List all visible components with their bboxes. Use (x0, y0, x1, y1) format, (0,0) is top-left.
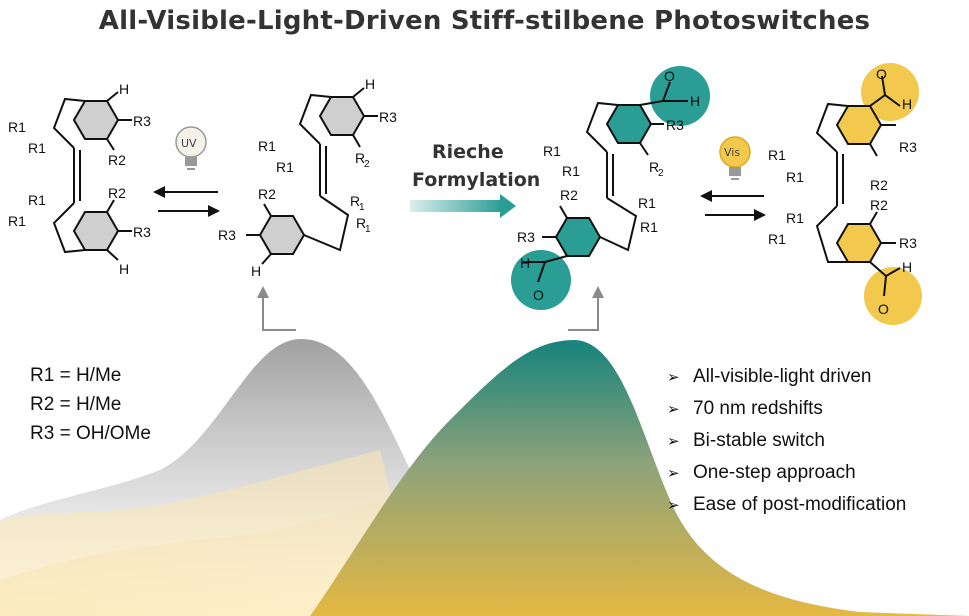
feature-text: Bi-stable switch (693, 430, 825, 451)
mol4-r1-d: R1 (768, 231, 786, 247)
mol3-r2-top-sub: 2 (658, 168, 664, 179)
substituent-r3: R3 = OH/OMe (30, 423, 151, 444)
cho-highlight-gold-bottom (864, 267, 922, 325)
mol2-r3-top: R3 (379, 109, 397, 125)
mol2-r1-c-sub: 1 (359, 202, 365, 213)
mol3-r1-d: R1 (640, 219, 658, 235)
bullet-arrow-icon: ➢ (667, 497, 680, 514)
mol4-r3-top: R3 (899, 139, 917, 155)
vis-bulb-icon: Vis (719, 136, 751, 180)
feature-item: ➢ Bi-stable switch (667, 425, 906, 457)
bullet-arrow-icon: ➢ (667, 369, 680, 386)
substituent-r2: R2 = H/Me (30, 394, 122, 415)
cho-highlight-teal-top (650, 66, 710, 126)
vis-label: Vis (724, 146, 740, 159)
mol1-r3-top: R3 (133, 113, 151, 129)
mol2-r3-bottom: R3 (218, 227, 236, 243)
mol1-h-top: H (119, 81, 129, 97)
mol2-r2-top-sub: 2 (364, 159, 370, 170)
reaction-label-line2: Formylation (412, 169, 540, 191)
mol1-r1-d: R1 (8, 213, 26, 229)
connector-arrow-left (257, 286, 296, 331)
mol3-r2-bottom: R2 (560, 187, 578, 203)
substituent-r1: R1 = H/Me (30, 365, 122, 386)
figure-title: All-Visible-Light-Driven Stiff-stilbene … (98, 6, 871, 36)
mol3-r3-bottom: R3 (517, 229, 535, 245)
mol3-r1-a: R1 (543, 143, 561, 159)
feature-item: ➢ Ease of post-modification (667, 489, 906, 521)
spectrum-yellow-tail (0, 450, 420, 616)
mol4-r3-bottom: R3 (899, 235, 917, 251)
mol2-r1-d-sub: 1 (365, 224, 371, 235)
equilibrium-arrows-uv (153, 186, 220, 217)
bullet-arrow-icon: ➢ (667, 433, 680, 450)
mol3-o-bottom: O (533, 287, 544, 303)
substituent-legend: R1 = H/Me R2 = H/Me R3 = OH/OMe (30, 361, 151, 448)
mol3-o-top: O (664, 68, 675, 84)
mol4-h-top: H (902, 96, 912, 112)
mol3-r1-b: R1 (562, 163, 580, 179)
mol2-h-top: H (365, 76, 375, 92)
mol1-r2-bottom: R2 (108, 185, 126, 201)
equilibrium-arrows-vis (700, 190, 766, 221)
molecule-z-gray (52, 91, 132, 261)
formylation-arrow (410, 194, 516, 218)
mol2-r2-top: R (355, 150, 365, 166)
mol3-r3-top: R3 (666, 117, 684, 133)
bullet-arrow-icon: ➢ (667, 401, 680, 418)
reaction-label-line1: Rieche (432, 141, 504, 163)
mol4-r1-b: R1 (786, 169, 804, 185)
uv-label: UV (181, 137, 197, 150)
feature-text: Ease of post-modification (693, 494, 907, 515)
bullet-arrow-icon: ➢ (667, 465, 680, 482)
mol2-h-bottom: H (251, 263, 261, 279)
mol4-r1-c: R1 (786, 210, 804, 226)
mol4-o-bottom: O (878, 301, 889, 317)
molecule-z-gold (815, 75, 901, 297)
mol1-r3-bottom: R3 (133, 224, 151, 240)
mol4-r2-bottom: R2 (870, 197, 888, 213)
cho-highlight-gold-top (861, 63, 919, 121)
mol4-o-top: O (876, 66, 887, 82)
mol1-r1-a: R1 (8, 119, 26, 135)
mol3-r2-top: R (649, 159, 659, 175)
mol4-r1-a: R1 (768, 147, 786, 163)
feature-list: ➢ All-visible-light driven ➢ 70 nm redshif… (667, 361, 906, 521)
feature-item: ➢ One-step approach (667, 457, 906, 489)
mol2-r1-a: R1 (258, 138, 276, 154)
mol1-r1-c: R1 (28, 192, 46, 208)
mol2-r1-b: R1 (276, 159, 294, 175)
feature-text: 70 nm redshifts (693, 398, 823, 419)
connector-arrow-right (568, 286, 604, 331)
spectrum-teal-peak (310, 340, 969, 616)
mol3-h-bottom: H (520, 255, 530, 271)
mol3-r1-c: R1 (638, 195, 656, 211)
mol1-r2-top: R2 (108, 152, 126, 168)
uv-bulb-icon: UV (175, 126, 207, 170)
mol2-r1-c: R (350, 193, 360, 209)
molecule-e-teal (523, 81, 688, 283)
mol4-r2-top: R2 (870, 177, 888, 193)
mol3-h-top: H (690, 93, 700, 109)
mol1-r1-b: R1 (28, 140, 46, 156)
feature-text: One-step approach (693, 462, 856, 483)
cho-highlight-teal-bottom (511, 250, 571, 310)
feature-text: All-visible-light driven (693, 366, 872, 387)
mol1-h-bottom: H (119, 261, 129, 277)
molecule-e-gray (246, 87, 378, 265)
feature-item: ➢ All-visible-light driven (667, 361, 906, 393)
mol2-r2-bottom: R2 (258, 186, 276, 202)
mol2-r1-d: R (356, 215, 366, 231)
feature-item: ➢ 70 nm redshifts (667, 393, 906, 425)
mol4-h-bottom: H (902, 259, 912, 275)
